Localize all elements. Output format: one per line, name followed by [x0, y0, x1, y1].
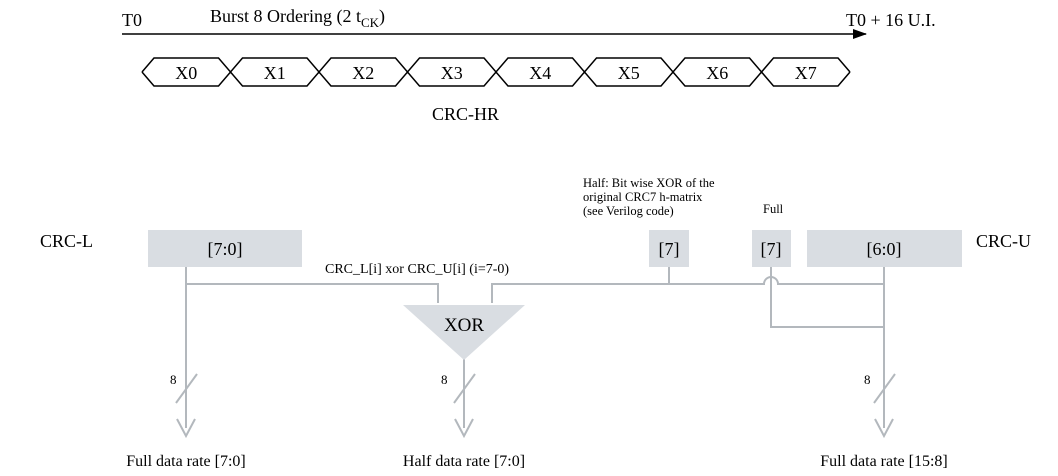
bus-width-right: 8	[864, 372, 871, 387]
wiring	[175, 267, 896, 439]
crc-l-box-label: [7:0]	[208, 239, 243, 259]
output-full-high: Full data rate [15:8]	[820, 453, 948, 470]
half-7-box-label: [7]	[659, 239, 680, 259]
bit-label-7: X7	[795, 63, 817, 83]
crc-l-box	[148, 230, 302, 267]
bit-label-0: X0	[175, 63, 197, 83]
t0-label: T0	[122, 10, 142, 30]
xor-expression: CRC_L[i] xor CRC_U[i] (i=7-0)	[325, 262, 509, 277]
crc-u-label: CRC-U	[976, 231, 1031, 251]
bit-label-6: X6	[706, 63, 728, 83]
crc-l-label: CRC-L	[40, 231, 93, 251]
bit-cell-top-edge	[141, 57, 851, 74]
burst-bit-cells: X0 X1 X2 X3 X4 X5 X6 X7	[141, 57, 851, 87]
full-7-box-label: [7]	[761, 239, 782, 259]
bit-label-3: X3	[441, 63, 463, 83]
bus-width-left: 8	[170, 372, 177, 387]
half-xor-note: Half: Bit wise XOR of the original CRC7 …	[583, 176, 718, 218]
bit-label-2: X2	[352, 63, 374, 83]
t-end-label: T0 + 16 U.I.	[846, 10, 936, 30]
output-full-low: Full data rate [7:0]	[126, 453, 246, 470]
crc-u-box	[807, 230, 962, 267]
crc-u-box-label: [6:0]	[867, 239, 902, 259]
bit-label-4: X4	[529, 63, 551, 83]
output-half: Half data rate [7:0]	[403, 453, 525, 470]
half-7-box	[649, 230, 689, 267]
crc-hr-label: CRC-HR	[432, 104, 499, 124]
bit-label-5: X5	[618, 63, 640, 83]
burst-title: Burst 8 Ordering (2 tCK)	[210, 6, 385, 30]
bit-label-1: X1	[264, 63, 286, 83]
xor-gate	[403, 305, 525, 360]
bus-width-mid: 8	[441, 372, 448, 387]
full-7-box	[752, 230, 791, 267]
xor-gate-label: XOR	[444, 315, 484, 336]
bit-cell-bottom-edge	[141, 70, 851, 87]
full-note: Full	[763, 202, 784, 216]
